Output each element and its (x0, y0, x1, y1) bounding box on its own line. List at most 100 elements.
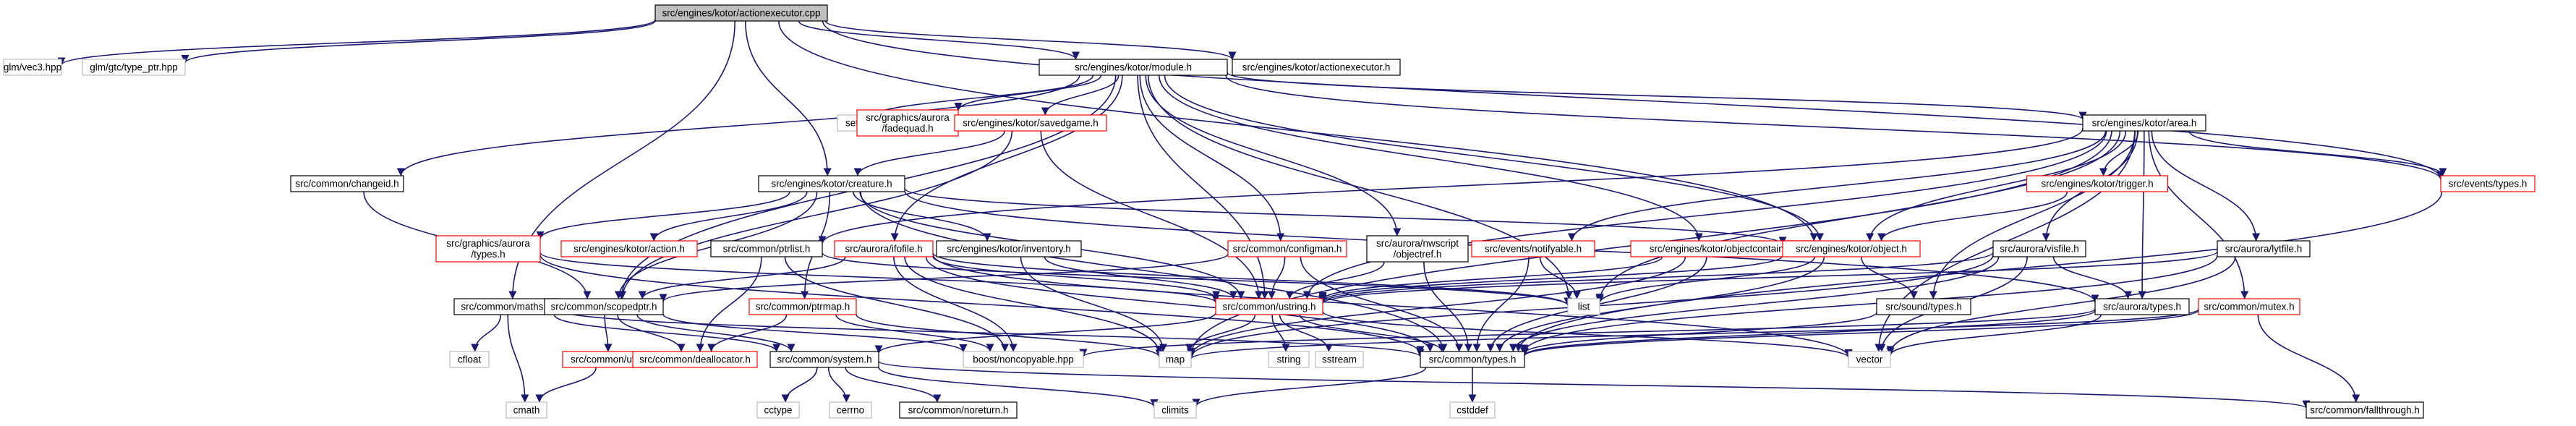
edge-area_h-to-mutex_h (2148, 130, 2249, 299)
node-visfile-h[interactable]: src/aurora/visfile.h (1992, 240, 2086, 257)
node-box (756, 401, 800, 419)
edge-events_types_h-to-common_types_h (1514, 191, 2443, 352)
node-module-h[interactable]: src/engines/kotor/module.h (1038, 59, 1228, 76)
node-box (1159, 351, 1192, 368)
node-label: src/common/ptrmap.h (756, 302, 850, 312)
edge-maths_h-to-system_h (553, 314, 781, 352)
edge-scopedptr_h-to-noncopyable (662, 313, 968, 353)
node-sound-types-h[interactable]: src/sound/types.h (1876, 298, 1971, 315)
node-label: string (1276, 354, 1300, 365)
edge-module_h-to-area_h (1227, 72, 2087, 121)
node-aurora-types-h[interactable]: src/aurora/types.h (2094, 298, 2190, 315)
edge-ptrmap_h-to-deallocator_h (707, 314, 788, 352)
edge-savedgame_h-to-creature_h (853, 130, 1005, 176)
edge-root-to-glm_vec3 (57, 19, 656, 66)
node-box (544, 298, 664, 315)
node-lytfile-h[interactable]: src/aurora/lytfile.h (2217, 240, 2311, 257)
edge-visfile_h-to-aurora_types_h (2052, 256, 2133, 299)
node-label: set (845, 118, 858, 129)
edge-root-to-creature_h (745, 20, 832, 176)
edge-ifofile_h-to-list (932, 252, 1572, 306)
node-box (1268, 351, 1310, 368)
node-label: sstream (1322, 354, 1357, 365)
node-mutex-h[interactable]: src/common/mutex.h (2198, 298, 2300, 315)
node-object-h[interactable]: src/engines/kotor/object.h (1782, 240, 1921, 257)
edge-area_h-to-aurora_types_h (2138, 130, 2146, 299)
node-area-h[interactable]: src/engines/kotor/area.h (2082, 114, 2206, 132)
edge-area_h-to-lytfile_h (2151, 130, 2261, 242)
node-trigger-h[interactable]: src/engines/kotor/trigger.h (2026, 175, 2169, 192)
node-objectcontainer-h[interactable]: src/engines/kotor/objectcontainer.h (1630, 240, 1820, 257)
node-label: glm/gtc/type_ptr.hpp (90, 62, 178, 73)
node-box (632, 351, 758, 368)
node-box (1232, 59, 1401, 76)
node-label: src/common/changeid.h (295, 179, 398, 189)
node-label: src/engines/kotor/action.h (573, 244, 685, 255)
node-notifyable-h[interactable]: src/events/notifyable.h (1471, 240, 1595, 257)
node-common-types-h[interactable]: src/common/types.h (1420, 351, 1525, 368)
edge-ustring_h-to-common_types_h (1299, 314, 1446, 352)
node-label: src/engines/kotor/actionexecutor.cpp (662, 8, 820, 19)
node-inventory-h[interactable]: src/engines/kotor/inventory.h (936, 240, 1082, 257)
node-fallthrough-h[interactable]: src/common/fallthrough.h (2306, 401, 2424, 419)
node-glm-type-ptr: glm/gtc/type_ptr.hpp (82, 59, 186, 76)
node-cfloat: cfloat (449, 351, 490, 368)
edge-area_h-to-object_h (1866, 130, 2127, 242)
node-climits: climits (1153, 401, 1197, 419)
node-fadequad-h[interactable]: src/graphics/aurora/fadequad.h (856, 109, 959, 137)
edge-mutex_h-to-map (1187, 308, 2199, 359)
node-label: map (1166, 354, 1185, 365)
node-noreturn-h[interactable]: src/common/noreturn.h (899, 401, 1018, 419)
node-ptrmap-h[interactable]: src/common/ptrmap.h (749, 298, 857, 315)
edge-lytfile_h-to-vector (1886, 256, 2236, 354)
edge-system_h-to-cerrno (827, 367, 850, 403)
edge-ustring_h-to-map (1185, 314, 1256, 352)
node-system-h[interactable]: src/common/system.h (769, 351, 879, 368)
node-box (82, 59, 186, 76)
node-changeid-h[interactable]: src/common/changeid.h (290, 175, 404, 192)
node-label: src/engines/kotor/savedgame.h (963, 118, 1099, 129)
node-actionexecutor-h[interactable]: src/engines/kotor/actionexecutor.h (1232, 59, 1401, 76)
node-ptrlist-h[interactable]: src/common/ptrlist.h (710, 240, 823, 257)
node-label: src/aurora/ifofile.h (845, 244, 922, 255)
node-savedgame-h[interactable]: src/engines/kotor/savedgame.h (954, 114, 1107, 132)
node-scopedptr-h[interactable]: src/common/scopedptr.h (544, 298, 664, 315)
edge-maths_h-to-common_types_h (558, 309, 1425, 357)
edge-module_h-to-changeid_h (396, 74, 1080, 176)
node-maths-h[interactable]: src/common/maths.h (453, 298, 559, 315)
node-box (1153, 401, 1197, 419)
edge-root-to-module_h (798, 20, 1080, 60)
node-box (449, 351, 490, 368)
edge-area_h-to-ptrlist_h (818, 128, 2084, 244)
node-objectref-h[interactable]: src/aurora/nwscript/objectref.h (1366, 235, 1469, 263)
node-cstddef: cstddef (1449, 401, 1496, 419)
node-configman-h[interactable]: src/common/configman.h (1227, 240, 1347, 257)
node-ustring-h[interactable]: src/common/ustring.h (1215, 298, 1323, 315)
node-action-h[interactable]: src/engines/kotor/action.h (560, 240, 698, 257)
edge-system_h-to-noreturn_h (845, 367, 942, 403)
edge-creature_h-to-common_types_h (860, 191, 1448, 352)
edge-module_h-to-configman_h (1139, 74, 1285, 242)
node-label: src/common/types.h (1429, 354, 1517, 365)
node-ifofile-h[interactable]: src/aurora/ifofile.h (834, 240, 934, 257)
node-deallocator-h[interactable]: src/common/deallocator.h (632, 351, 758, 368)
node-box (769, 351, 879, 368)
edge-module_h-to-object_h (1164, 74, 1825, 242)
node-box (654, 4, 828, 22)
node-events-types-h[interactable]: src/events/types.h (2440, 175, 2536, 192)
node-box (1876, 298, 1971, 315)
edge-object_h-to-list (1595, 256, 1815, 304)
edge-ifofile_h-to-ustring_h (932, 255, 1221, 299)
edge-module_h-to-objectcontainer_h (1159, 74, 1703, 242)
edge-ustring_h-to-vector (1322, 310, 1853, 359)
edge-module_h-to-ifofile_h (890, 74, 1123, 242)
node-creature-h[interactable]: src/engines/kotor/creature.h (758, 175, 905, 192)
node-root[interactable]: src/engines/kotor/actionexecutor.cpp (654, 4, 828, 22)
node-box (506, 401, 547, 419)
edge-maths_h-to-cfloat (471, 314, 502, 352)
node-list: list (1567, 298, 1600, 315)
node-aurora-types-h-gfx[interactable]: src/graphics/aurora/types.h (435, 235, 541, 263)
node-box (560, 240, 698, 257)
node-label: src/engines/kotor/area.h (2092, 118, 2197, 129)
